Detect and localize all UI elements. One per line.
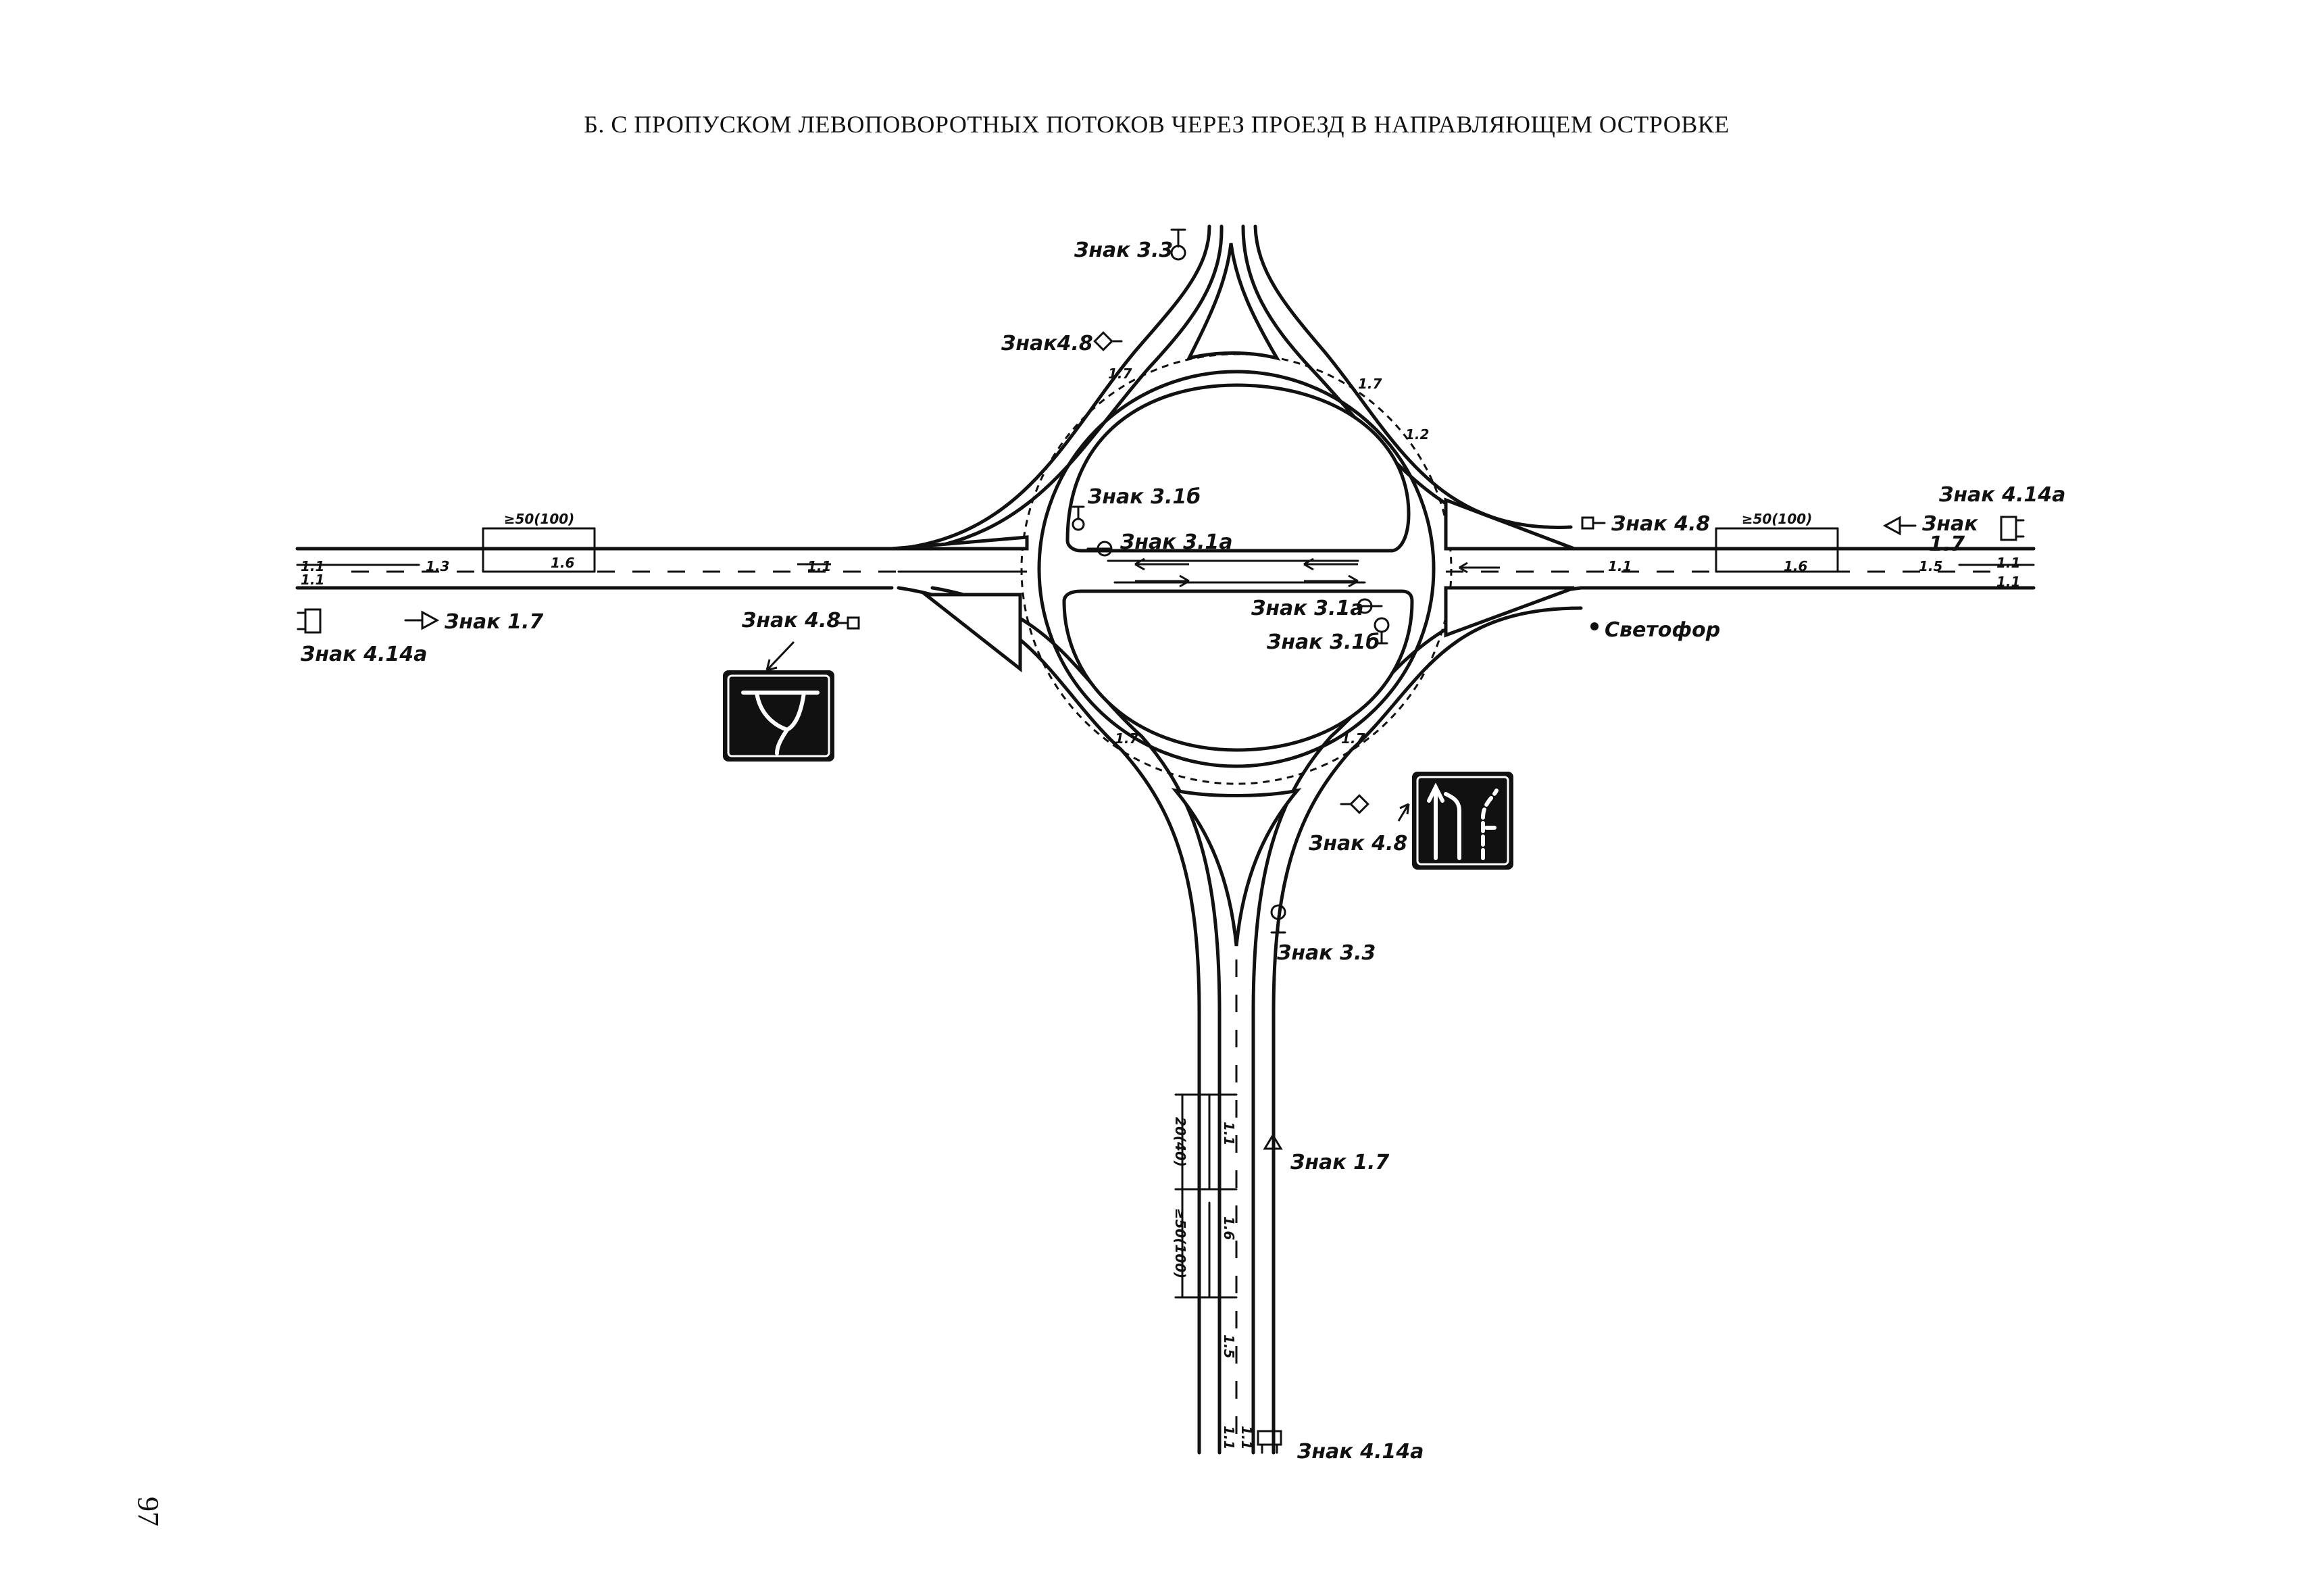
label-traffic-light: Светофор <box>1605 618 1720 642</box>
marking-label: 1.1 <box>807 558 831 574</box>
marking-label: 1.1 <box>1996 555 2020 571</box>
sign-4-8-west-icon <box>836 616 860 630</box>
marking-label: 1.6 <box>1221 1216 1237 1241</box>
page-number: 97 <box>132 1497 165 1526</box>
label-sign-3-1b-bottom: Знак 3.1б <box>1266 630 1380 654</box>
label-sign-4-14a-east: Знак 4.14а <box>1938 483 2065 507</box>
sign-4-8-south-icon <box>1340 794 1369 814</box>
marking-label: 1.1 <box>1221 1122 1237 1145</box>
west-road <box>295 547 1027 590</box>
label-sign-3-1a-bottom: Знак 3.1а <box>1251 597 1363 620</box>
marking-label: 1.7 <box>1358 376 1382 392</box>
road-sign-lanes-icon <box>1412 772 1513 870</box>
dimensions <box>482 527 1839 1299</box>
label-sign-3-3-south: Знак 3.3 <box>1276 941 1376 965</box>
dim-west: ≥50(100) <box>504 511 575 527</box>
pointer-arrow <box>1397 803 1410 822</box>
sign-1-7-south-icon <box>1263 1133 1283 1164</box>
sign-3-1a-top-icon <box>1086 541 1113 557</box>
label-sign-4-14a-south: Знак 4.14а <box>1297 1440 1424 1464</box>
marking-label: 1.6 <box>1784 558 1808 574</box>
marking-label: 1.5 <box>1919 558 1942 574</box>
label-sign-3-3-north: Знак 3.3 <box>1074 239 1173 262</box>
sign-3-1a-bottom-icon <box>1357 598 1383 614</box>
label-sign-1-7-west: Знак 1.7 <box>444 610 543 634</box>
dim-south-upper: 20(40) <box>1172 1117 1188 1167</box>
sign-1-7-west-icon <box>404 610 440 630</box>
sign-3-3-north-icon <box>1170 228 1186 261</box>
dim-south-lower: ≥50(100) <box>1172 1208 1188 1279</box>
label-sign-1-7-east-number: 1.7 <box>1929 532 1965 556</box>
marking-label: 1.3 <box>426 558 449 574</box>
marking-label: 1.1 <box>1238 1426 1255 1449</box>
marking-label: 1.2 <box>1405 426 1429 443</box>
label-sign-4-8-south: Знак 4.8 <box>1308 832 1407 855</box>
road-sign-exit-icon <box>723 670 834 762</box>
sign-1-7-east-icon <box>1882 516 1917 536</box>
sign-3-1b-top-icon <box>1072 505 1085 531</box>
sign-4-8-nw-icon <box>1093 331 1123 351</box>
marking-label: 1.7 <box>1115 730 1139 747</box>
east-road <box>1446 547 2036 590</box>
marking-label: 1.1 <box>1608 558 1632 574</box>
marking-label: 1.1 <box>1221 1426 1237 1449</box>
marking-label: 1.1 <box>1996 574 2020 590</box>
label-sign-3-1a-top: Знак 3.1а <box>1120 530 1232 554</box>
marking-label: 1.5 <box>1221 1335 1237 1358</box>
channel-islands <box>891 497 1575 673</box>
sign-4-14a-south-icon <box>1257 1430 1282 1454</box>
sign-4-14a-east-icon <box>2000 516 2025 541</box>
label-sign-4-14a-west: Знак 4.14а <box>300 643 427 666</box>
label-sign-4-8-east: Знак 4.8 <box>1611 512 1710 536</box>
label-sign-1-7-south: Знак 1.7 <box>1290 1151 1389 1174</box>
sign-4-8-east-icon <box>1581 516 1606 530</box>
marking-label: 1.6 <box>551 555 575 571</box>
marking-label: 1.1 <box>301 572 324 588</box>
pointer-arrow <box>765 641 795 672</box>
page-title: Б. С ПРОПУСКОМ ЛЕВОПОВОРОТНЫХ ПОТОКОВ ЧЕ… <box>584 111 1730 138</box>
marking-label: 1.7 <box>1341 730 1365 747</box>
lane-arrows <box>797 557 1500 588</box>
label-sign-1-7-east: Знак <box>1921 512 1978 536</box>
sign-3-3-south-icon <box>1270 904 1286 934</box>
marking-label: 1.1 <box>301 558 324 574</box>
roundabout-ring <box>1020 353 1453 785</box>
dim-east: ≥50(100) <box>1742 511 1813 527</box>
sign-4-14a-west-icon <box>297 608 322 634</box>
label-sign-4-8-west: Знак 4.8 <box>741 609 840 632</box>
marking-label: 1.7 <box>1108 366 1132 382</box>
traffic-light-icon <box>1590 622 1599 630</box>
label-sign-4-8-nw: Знак4.8 <box>1001 332 1093 355</box>
sign-3-1b-bottom-icon <box>1374 617 1390 645</box>
label-sign-3-1b-top: Знак 3.1б <box>1087 485 1201 509</box>
